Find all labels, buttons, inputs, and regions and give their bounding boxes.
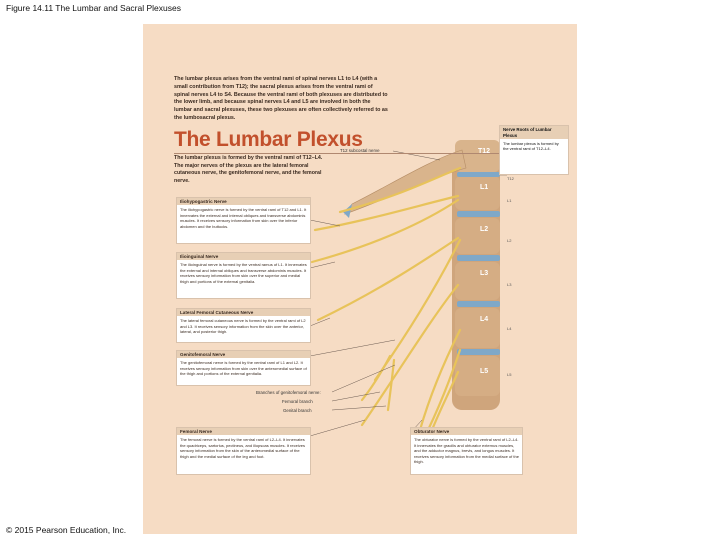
vertebra-label: L4: [480, 316, 489, 323]
root-label: T12: [507, 176, 514, 181]
obturator-box: Obturator Nerve The obturator nerve is f…: [410, 427, 523, 475]
lateral-femoral-title: Lateral Femoral Cutaneous Nerve: [177, 309, 310, 316]
femoral-branch-label: Femoral branch: [282, 399, 313, 404]
lateral-femoral-cutaneous-nerve: [316, 236, 460, 322]
vertebra-label: L3: [480, 270, 489, 277]
leader-lines: [309, 150, 507, 437]
subcostal-nerve-label: T12 subcostal nerve: [340, 148, 380, 153]
root-label: L2: [507, 238, 512, 243]
root-label: L4: [507, 326, 512, 331]
femoral-nerve: [360, 283, 460, 427]
nerve-roots-box: Nerve Roots of Lumbar Plexus The lumbar …: [499, 125, 569, 175]
iliohypogastric-body: The iliohypogastric nerve is formed by t…: [180, 207, 307, 229]
vertebra-t12: [455, 140, 500, 172]
obturator-body: The obturator nerve is formed by the ven…: [414, 437, 519, 465]
root-label: L1: [507, 198, 512, 203]
heading-divider: [174, 153, 504, 154]
obturator-title: Obturator Nerve: [411, 428, 522, 435]
iliohypogastric-box: Iliohypogastric Nerve The iliohypogastri…: [176, 197, 311, 244]
ilioinguinal-box: Ilioinguinal Nerve The ilioinguinal nerv…: [176, 252, 311, 299]
root-label: L5: [507, 372, 512, 377]
vertebra-l2: [455, 218, 500, 254]
genitofemoral-title: Genitofemoral Nerve: [177, 351, 310, 358]
obturator-nerve: [418, 328, 462, 432]
lead-text: The lumbar plexus is formed by the ventr…: [174, 155, 323, 185]
intervertebral-discs: [457, 172, 500, 355]
copyright-notice: © 2015 Pearson Education, Inc.: [6, 525, 127, 535]
subcostal-nerve: [338, 166, 462, 214]
vertebra-label: L5: [480, 368, 489, 375]
lateral-femoral-body: The lateral femoral cutaneous nerve is f…: [180, 318, 306, 335]
ilioinguinal-nerve: [310, 198, 460, 264]
vertebra-label: T12: [478, 148, 491, 155]
lumbar-nerves: [310, 166, 462, 432]
genitofemoral-body: The genitofemoral nerve is formed by the…: [180, 360, 307, 377]
vertebra-l1: [455, 176, 500, 210]
iliohypogastric-nerve: [313, 194, 460, 232]
intro-text: The lumbar plexus arises from the ventra…: [174, 76, 388, 122]
iliohypogastric-title: Iliohypogastric Nerve: [177, 198, 310, 205]
genital-branch-label: Genital branch: [283, 408, 312, 413]
femoral-body: The femoral nerve is formed by the ventr…: [180, 437, 305, 459]
figure-title: Figure 14.11 The Lumbar and Sacral Plexu…: [6, 3, 181, 13]
ilioinguinal-title: Ilioinguinal Nerve: [177, 253, 310, 260]
vertebrae: [455, 140, 500, 396]
ilioinguinal-body: The ilioinguinal nerve is formed by the …: [180, 262, 307, 284]
vertebra-l3: [455, 262, 500, 300]
vertebra-label: L1: [480, 184, 489, 191]
femoral-branch: [360, 354, 392, 402]
branches-label: Branches of genitofemoral nerve:: [256, 390, 321, 395]
femoral-box: Femoral Nerve The femoral nerve is forme…: [176, 427, 311, 475]
nerve-roots-title: Nerve Roots of Lumbar Plexus: [500, 126, 568, 139]
section-heading: The Lumbar Plexus: [174, 128, 363, 151]
lateral-femoral-box: Lateral Femoral Cutaneous Nerve The late…: [176, 308, 311, 343]
nerve-roots-body: The lumbar plexus is formed by the ventr…: [503, 141, 559, 152]
genitofemoral-box: Genitofemoral Nerve The genitofemoral ne…: [176, 350, 311, 386]
root-label: L3: [507, 282, 512, 287]
genital-branch: [386, 358, 396, 412]
vertebra-l5: [455, 356, 500, 396]
femoral-title: Femoral Nerve: [177, 428, 310, 435]
vertebra-l4: [455, 308, 500, 348]
vertebra-label: L2: [480, 226, 489, 233]
